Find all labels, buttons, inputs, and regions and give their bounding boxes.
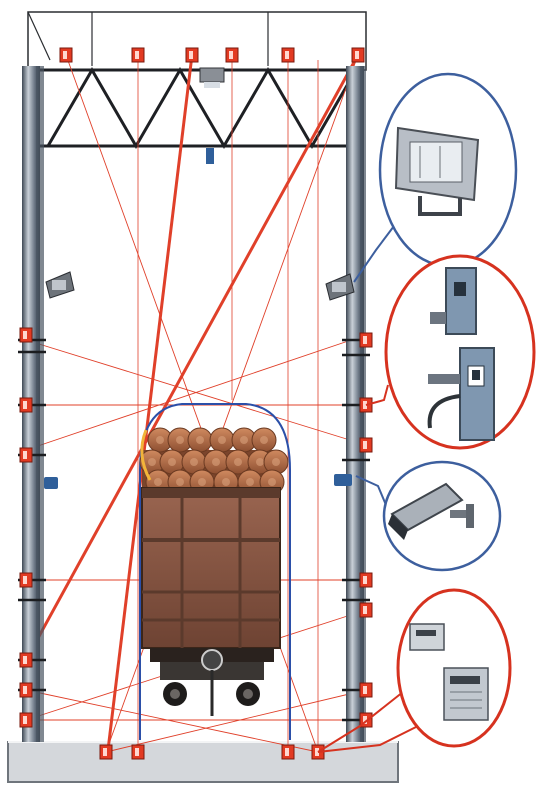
laser-sensor-icon	[19, 712, 33, 728]
rail-wagon	[141, 487, 281, 716]
base-slab	[7, 741, 399, 783]
right-floodlight-icon	[325, 273, 355, 301]
log-load	[139, 427, 289, 495]
top-camera-icon	[206, 148, 214, 164]
laser-sensor-icon	[19, 397, 33, 413]
log-end	[225, 449, 251, 475]
laser-sensor-icon	[359, 682, 373, 698]
controller-box-icon	[409, 623, 489, 721]
laser-sensor-icon	[131, 47, 145, 63]
floodlight-icon	[394, 126, 480, 216]
laser-sensor-icon	[351, 47, 365, 63]
log-end	[251, 427, 277, 453]
log-end	[181, 449, 207, 475]
laser-sensor-icon	[359, 397, 373, 413]
cctv-camera-icon	[388, 482, 474, 540]
right-camera-icon	[334, 474, 352, 486]
laser-sensor-icon	[281, 47, 295, 63]
left-camera-icon	[44, 477, 58, 489]
laser-sensor-icon	[19, 447, 33, 463]
laser-sensor-icon	[59, 47, 73, 63]
callout-connectors	[317, 217, 421, 753]
laser-sensor-icon	[359, 602, 373, 618]
log-end	[263, 449, 289, 475]
laser-sensor-icon	[131, 744, 145, 760]
top-lamp-icon	[199, 67, 225, 88]
laser-sensor-icon	[99, 744, 113, 760]
controller-callout	[396, 588, 512, 748]
camera-callout	[382, 460, 502, 572]
log-end	[203, 449, 229, 475]
laser-sensor-icon	[225, 47, 239, 63]
laser-sensor-icon	[281, 744, 295, 760]
wagon-bogie	[160, 649, 264, 716]
log-end	[231, 427, 257, 453]
laser-sensor-icon	[359, 332, 373, 348]
laser-sensor-icon	[19, 682, 33, 698]
floodlight-callout	[378, 72, 518, 268]
laser-sensor-icon	[359, 437, 373, 453]
laser-sensor-unit-icon	[427, 267, 495, 441]
laser-sensor-icon	[19, 327, 33, 343]
laser-sensor-icon	[359, 572, 373, 588]
laser-sensor-icon	[19, 572, 33, 588]
log-end	[187, 427, 213, 453]
laser-sensor-callout	[384, 254, 536, 450]
log-end	[209, 427, 235, 453]
left-floodlight-icon	[45, 271, 75, 299]
laser-sensor-icon	[19, 652, 33, 668]
laser-sensor-icon	[185, 47, 199, 63]
